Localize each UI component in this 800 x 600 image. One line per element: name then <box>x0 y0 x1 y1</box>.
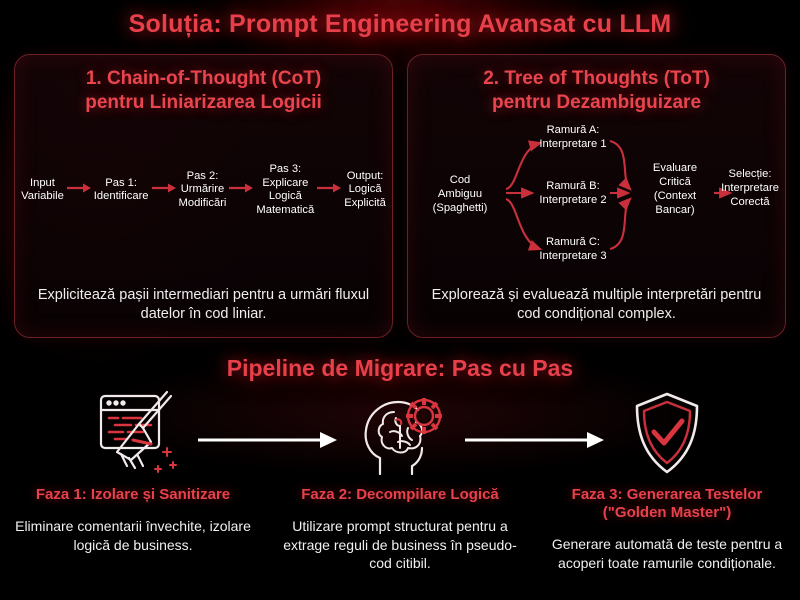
pipeline-phase-1-description: Eliminare comentarii învechite, izolare … <box>15 518 251 553</box>
cot-node-step-2: Pas 2: Urmărire Modificări <box>178 169 227 210</box>
page-title: Soluția: Prompt Engineering Avansat cu L… <box>128 10 672 38</box>
technique-panels: 1. Chain-of-Thought (CoT) pentru Liniari… <box>14 54 786 338</box>
pipeline-phase-3-label-line-2: ("Golden Master") <box>602 504 732 521</box>
pipeline-phase-3-label-line-1: Faza 3: Generarea Testelor <box>571 486 763 503</box>
pipeline-phases: Faza 1: Izolare și Sanitizare Eliminare … <box>0 388 800 600</box>
panel-title-line-1: 2. Tree of Thoughts (ToT) <box>483 68 710 89</box>
panel-title-line-2: pentru Liniarizarea Logicii <box>85 91 322 113</box>
cot-arrow-icon <box>151 181 177 199</box>
cot-node-input: Input Variabile <box>21 176 64 203</box>
shield-check-icon <box>617 388 717 480</box>
tot-connector-arrows-icon <box>505 139 733 251</box>
pipeline-phase-2-description: Utilizare prompt structurat pentru a ext… <box>283 518 517 572</box>
cot-arrow-icon <box>66 181 92 199</box>
pipeline-phase-1-label: Faza 1: Izolare și Sanitizare <box>35 486 231 503</box>
panel-chain-of-thought: 1. Chain-of-Thought (CoT) pentru Liniari… <box>14 54 393 338</box>
cot-arrow-icon <box>316 181 342 199</box>
panel-tree-of-thoughts: 2. Tree of Thoughts (ToT) pentru Dezambi… <box>407 54 786 338</box>
pipeline-section-title: Pipeline de Migrare: Pas cu Pas <box>226 355 574 381</box>
tot-node-branch-b: Ramură B: Interpretare 2 <box>539 180 607 206</box>
pipeline-phase-1: Faza 1: Izolare și Sanitizare Eliminare … <box>0 388 266 554</box>
tot-node-select: Selecție: Interpretare Corectă <box>721 168 779 208</box>
tot-node-root: Cod Ambiguu (Spaghetti) <box>432 174 488 214</box>
panel-chain-of-thought-caption: Explicitează pașii intermediari pentru a… <box>37 286 370 323</box>
pipeline-phase-2-label: Faza 2: Decompilare Logică <box>301 486 499 503</box>
panel-title-line-1: 1. Chain-of-Thought (CoT) <box>85 68 322 89</box>
panel-tree-of-thoughts-caption: Explorează și evaluează multiple interpr… <box>431 286 762 323</box>
pipeline-arrow-icon <box>463 430 605 455</box>
pipeline-phase-3-description: Generare automată de teste pentru a acop… <box>551 536 783 571</box>
panel-chain-of-thought-title: 1. Chain-of-Thought (CoT) pentru Liniari… <box>85 67 322 115</box>
cot-node-output: Output: Logică Explicită <box>344 169 386 210</box>
pipeline-arrow-icon <box>196 430 338 455</box>
brain-gear-icon <box>350 388 450 480</box>
pipeline-phase-3: Faza 3: Generarea Testelor ("Golden Mast… <box>534 388 800 572</box>
tot-node-branch-a: Ramură A: Interpretare 1 <box>539 124 607 150</box>
pipeline-phase-2: Faza 2: Decompilare Logică Utilizare pro… <box>267 388 533 573</box>
cot-flow-diagram: Input Variabile Pas 1: Identificare Pas … <box>21 163 386 218</box>
pipeline-phase-3-label: Faza 3: Generarea Testelor ("Golden Mast… <box>572 486 763 522</box>
panel-tree-of-thoughts-title: 2. Tree of Thoughts (ToT) pentru Dezambi… <box>483 67 710 115</box>
cot-arrow-icon <box>228 181 254 199</box>
tot-node-evaluate: Evaluare Critică (Context Bancar) <box>652 162 698 216</box>
cot-node-step-1: Pas 1: Identificare <box>93 176 149 203</box>
code-window-broom-icon <box>83 388 183 480</box>
panel-title-line-2: pentru Dezambiguizare <box>491 91 702 113</box>
tot-tree-diagram: Cod Ambiguu (Spaghetti) Ramură A: Interp… <box>414 117 786 285</box>
tot-node-branch-c: Ramură C: Interpretare 3 <box>539 236 607 262</box>
cot-node-step-3: Pas 3: Explicare Logică Matematică <box>256 163 315 216</box>
